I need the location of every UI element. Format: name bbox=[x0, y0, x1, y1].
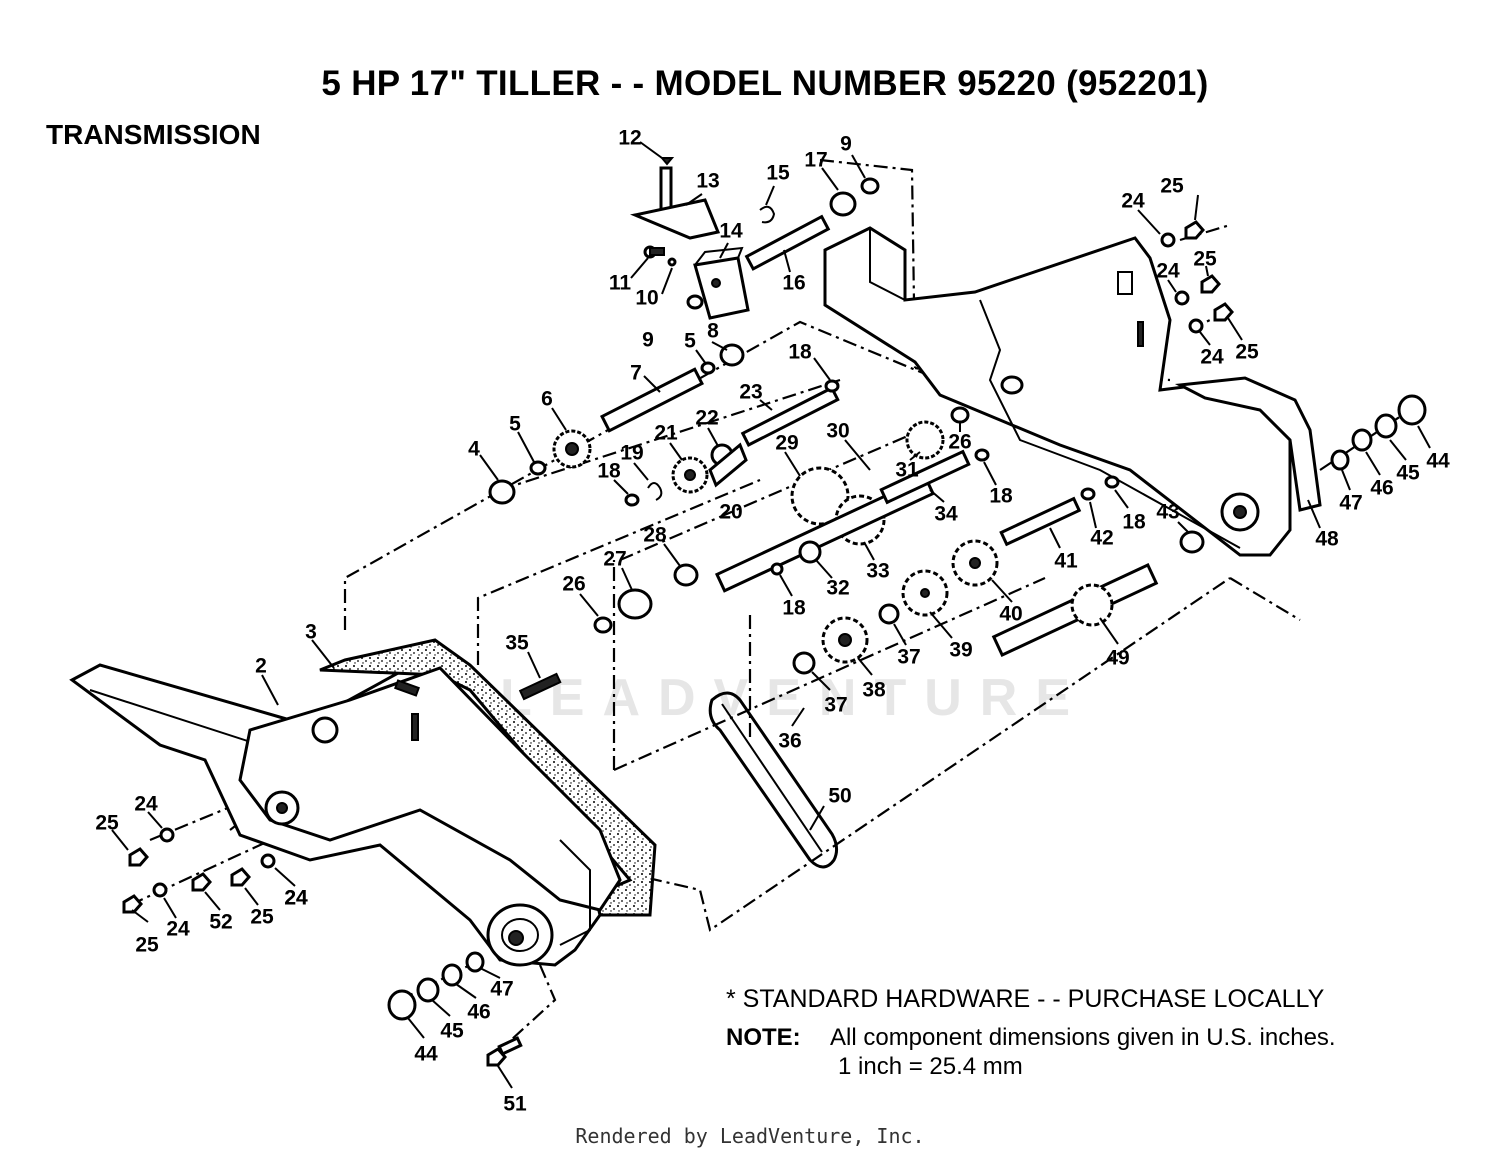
watermark: LEADVENTURE bbox=[500, 669, 1089, 727]
callout-48: 48 bbox=[1315, 527, 1339, 551]
callout-18: 18 bbox=[989, 484, 1013, 508]
callout-23: 23 bbox=[739, 380, 763, 404]
callout-17: 17 bbox=[804, 148, 828, 172]
callout-10: 10 bbox=[635, 286, 659, 310]
callout-49: 49 bbox=[1106, 646, 1130, 670]
callout-38: 38 bbox=[862, 678, 886, 702]
callout-43: 43 bbox=[1156, 500, 1180, 524]
callout-12: 12 bbox=[618, 126, 642, 150]
callout-41: 41 bbox=[1054, 549, 1078, 573]
callout-11: 11 bbox=[608, 271, 632, 295]
conversion-note: 1 inch = 25.4 mm bbox=[838, 1053, 1023, 1080]
callout-9: 9 bbox=[642, 328, 654, 352]
callout-52: 52 bbox=[209, 910, 233, 934]
page-title: 5 HP 17" TILLER - - MODEL NUMBER 95220 (… bbox=[321, 64, 1209, 103]
callout-16: 16 bbox=[782, 271, 806, 295]
callout-2: 2 bbox=[255, 654, 267, 678]
callout-25: 25 bbox=[250, 905, 274, 929]
callout-34: 34 bbox=[934, 502, 958, 526]
callout-27: 27 bbox=[603, 547, 627, 571]
callout-42: 42 bbox=[1090, 526, 1114, 550]
note-label: NOTE: bbox=[726, 1024, 801, 1051]
callout-5: 5 bbox=[684, 329, 696, 353]
callout-20: 20 bbox=[719, 500, 743, 524]
callout-24: 24 bbox=[284, 886, 308, 910]
leader-lines bbox=[111, 141, 1431, 1089]
callout-14: 14 bbox=[719, 219, 743, 243]
callout-26: 26 bbox=[948, 430, 972, 454]
callout-7: 7 bbox=[630, 361, 642, 385]
callout-18: 18 bbox=[782, 596, 806, 620]
note-text: All component dimensions given in U.S. i… bbox=[830, 1024, 1336, 1051]
housing-half-rear bbox=[823, 226, 1322, 557]
callout-26: 26 bbox=[562, 572, 586, 596]
callout-46: 46 bbox=[1370, 476, 1394, 500]
callout-51: 51 bbox=[503, 1092, 527, 1116]
callout-32: 32 bbox=[826, 576, 850, 600]
callout-37: 37 bbox=[897, 645, 921, 669]
callout-24: 24 bbox=[1121, 189, 1145, 213]
callout-37: 37 bbox=[824, 693, 848, 717]
callout-25: 25 bbox=[95, 811, 119, 835]
dimension-note: NOTE: All component dimensions given in U… bbox=[726, 1024, 1336, 1052]
callout-18: 18 bbox=[788, 340, 812, 364]
callout-36: 36 bbox=[778, 729, 802, 753]
callout-39: 39 bbox=[949, 638, 973, 662]
callout-22: 22 bbox=[695, 406, 719, 430]
standard-hardware-note: * STANDARD HARDWARE - - PURCHASE LOCALLY bbox=[726, 985, 1325, 1013]
callout-4: 4 bbox=[468, 437, 480, 461]
callout-25: 25 bbox=[1235, 340, 1259, 364]
callout-50: 50 bbox=[828, 784, 852, 808]
callout-18: 18 bbox=[1122, 510, 1146, 534]
callout-33: 33 bbox=[866, 559, 890, 583]
callout-45: 45 bbox=[1396, 461, 1420, 485]
callout-8: 8 bbox=[707, 319, 719, 343]
callout-35: 35 bbox=[505, 631, 529, 655]
footer-credit: Rendered by LeadVenture, Inc. bbox=[575, 1124, 925, 1148]
section-heading: TRANSMISSION bbox=[46, 119, 261, 150]
callout-45: 45 bbox=[440, 1019, 464, 1043]
callout-25: 25 bbox=[1193, 247, 1217, 271]
shift-mechanism bbox=[630, 157, 880, 320]
callout-24: 24 bbox=[1156, 259, 1180, 283]
callout-15: 15 bbox=[766, 161, 790, 185]
callout-13: 13 bbox=[696, 169, 720, 193]
callout-24: 24 bbox=[166, 917, 190, 941]
callout-30: 30 bbox=[826, 419, 850, 443]
callout-47: 47 bbox=[1339, 491, 1363, 515]
gear-train bbox=[488, 343, 1205, 701]
callout-6: 6 bbox=[541, 387, 553, 411]
callout-25: 25 bbox=[1160, 174, 1184, 198]
callout-9: 9 bbox=[840, 132, 852, 156]
housing-half-front bbox=[69, 638, 657, 967]
callout-3: 3 bbox=[305, 620, 317, 644]
callout-19: 19 bbox=[620, 441, 644, 465]
callout-44: 44 bbox=[1426, 449, 1450, 473]
callout-47: 47 bbox=[490, 977, 514, 1001]
hardware bbox=[122, 220, 1427, 1067]
callout-24: 24 bbox=[1200, 345, 1224, 369]
callout-24-lower: 24 bbox=[284, 886, 308, 910]
callout-31: 31 bbox=[895, 458, 919, 482]
callout-25: 25 bbox=[135, 933, 159, 957]
callout-44: 44 bbox=[414, 1042, 438, 1066]
callout-21: 21 bbox=[654, 421, 678, 445]
callout-18: 18 bbox=[597, 459, 621, 483]
callout-5: 5 bbox=[509, 412, 521, 436]
callout-28: 28 bbox=[643, 523, 667, 547]
callout-29: 29 bbox=[775, 431, 799, 455]
chain bbox=[708, 691, 839, 869]
callout-40: 40 bbox=[999, 602, 1023, 626]
callout-24: 24 bbox=[134, 792, 158, 816]
callout-46: 46 bbox=[467, 1000, 491, 1024]
assembly-lines bbox=[129, 158, 1411, 1051]
